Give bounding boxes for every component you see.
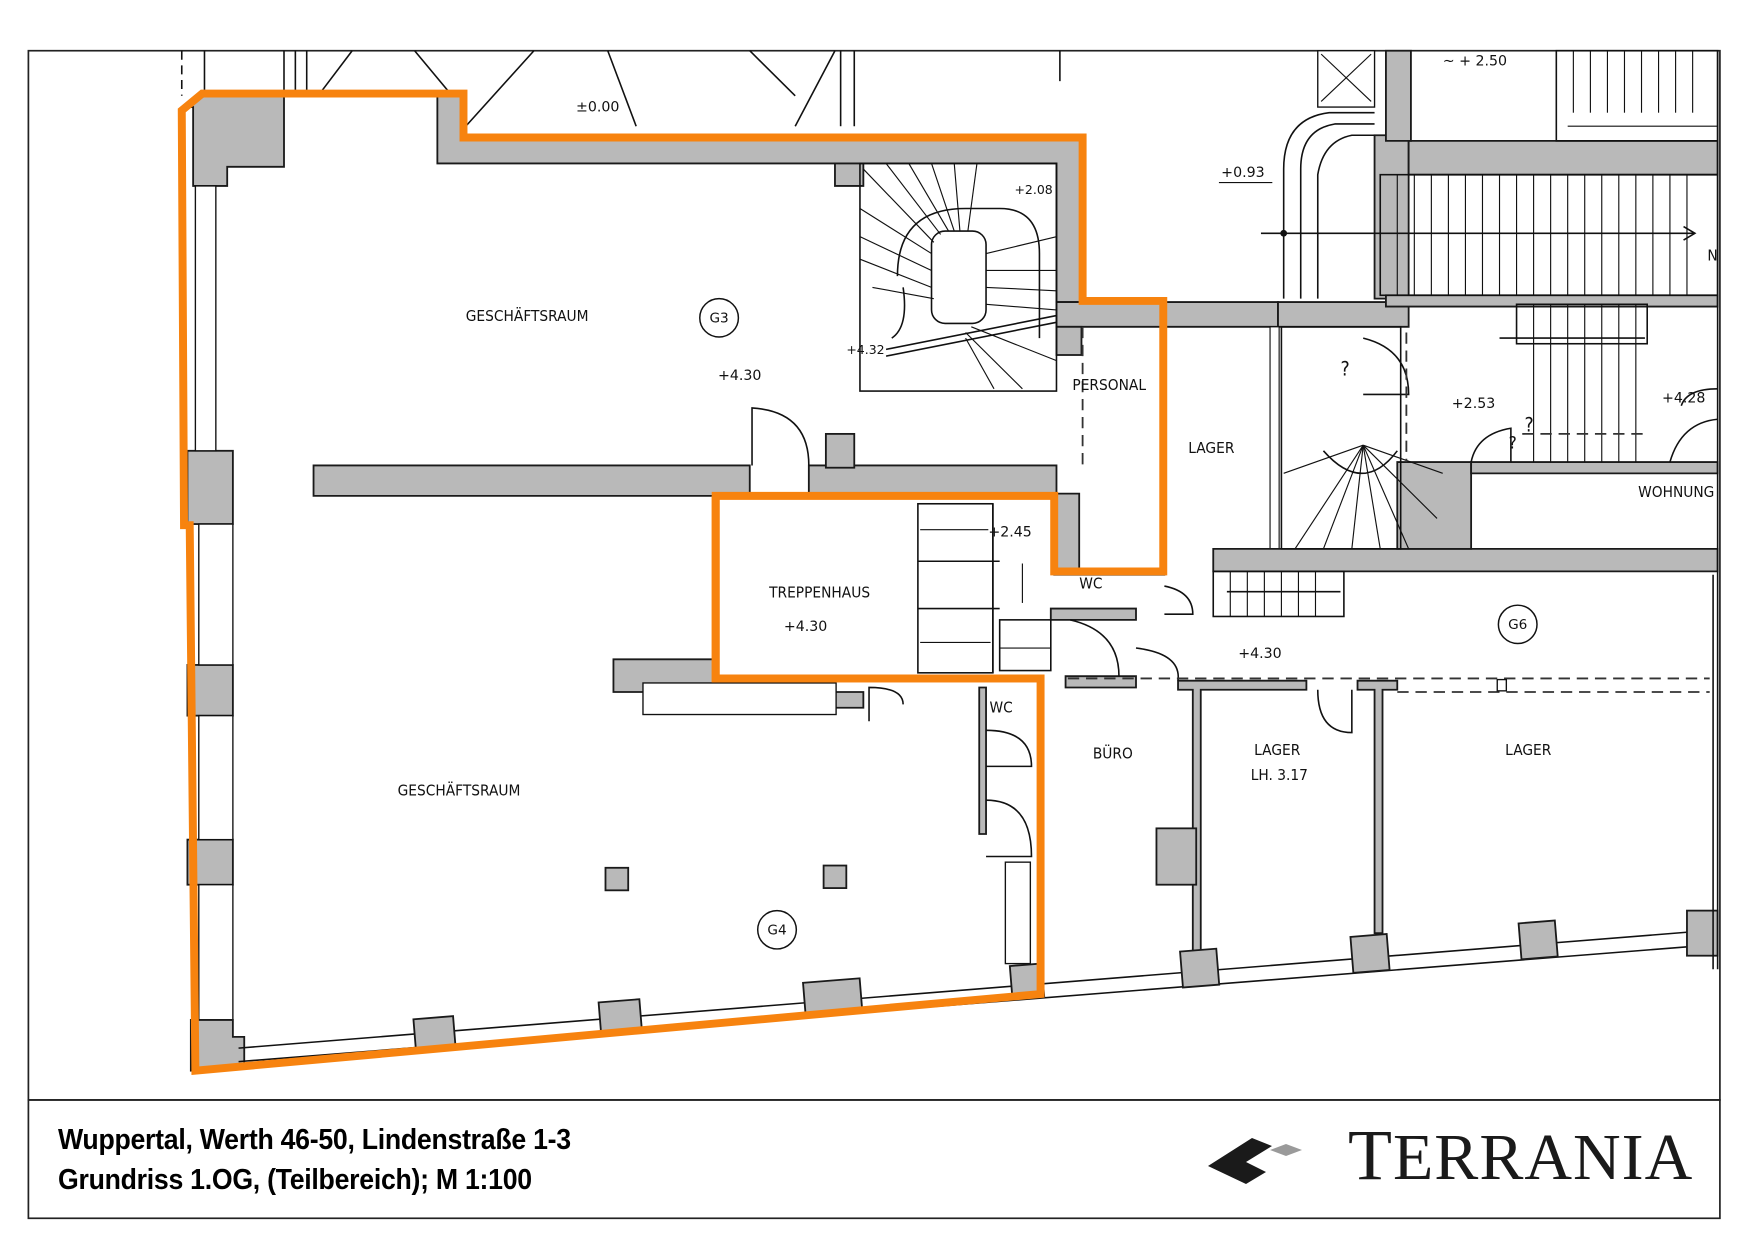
level-g6: +4.30 xyxy=(1238,646,1281,662)
spiral-stair xyxy=(859,162,1058,392)
unknown-mark: ? xyxy=(1525,414,1534,437)
room-label-buero: BÜRO xyxy=(1093,744,1133,763)
north-mark: N xyxy=(1707,246,1717,264)
room-id-g6: G6 xyxy=(1497,604,1538,645)
title-address: Wuppertal, Werth 46-50, Lindenstraße 1-3 xyxy=(58,1124,571,1156)
title-block: Wuppertal, Werth 46-50, Lindenstraße 1-3… xyxy=(58,1120,615,1200)
level-far-right: +4.28 xyxy=(1662,390,1705,406)
level-right-stair: +2.53 xyxy=(1452,396,1495,412)
room-label-lager-top: LAGER xyxy=(1188,439,1235,457)
room-label-treppenhaus: TREPPENHAUS xyxy=(768,583,870,601)
treppenhaus-outline xyxy=(711,495,1041,683)
unknown-mark: ? xyxy=(1340,357,1349,380)
level-top-right: ~ + 2.50 xyxy=(1443,53,1507,69)
drawing-frame xyxy=(27,49,1721,1101)
terrania-diamond-logo-icon xyxy=(1208,1138,1302,1184)
room-label-geschaeftsraum-g3: GESCHÄFTSRAUM xyxy=(466,306,589,325)
exterior-lines xyxy=(180,50,1061,127)
logo-wordmark: TERRANIA xyxy=(1348,1115,1694,1195)
level-stair-landing: +0.93 xyxy=(1221,165,1264,181)
title-block-frame xyxy=(27,1099,1721,1220)
title-plan-description: Grundriss 1.OG, (Teilbereich); M 1:100 xyxy=(58,1164,532,1196)
svg-text:G6: G6 xyxy=(1508,617,1527,633)
level-stair-mid: +2.45 xyxy=(988,524,1031,540)
level-spiral-top: +2.08 xyxy=(1014,182,1052,197)
straight-stair-treppenhaus xyxy=(917,502,1052,674)
terrania-logo: TERRANIA xyxy=(1200,1115,1710,1195)
level-courtyard: ±0.00 xyxy=(576,100,619,116)
unknown-mark: ? xyxy=(1509,434,1517,454)
room-id-g3: G3 xyxy=(699,297,740,338)
room-label-personal: PERSONAL xyxy=(1072,376,1146,394)
svg-text:G3: G3 xyxy=(709,310,728,326)
level-spiral-bottom: +4.32 xyxy=(846,342,884,357)
rental-area-outline xyxy=(177,89,1168,1075)
room-id-g4: G4 xyxy=(756,909,798,950)
doors xyxy=(751,337,1718,858)
room-label-wohnung: WOHNUNG xyxy=(1638,483,1714,501)
walls xyxy=(184,49,1719,1072)
level-treppenhaus: +4.30 xyxy=(784,619,827,635)
room-label-geschaeftsraum-g4: GESCHÄFTSRAUM xyxy=(398,781,521,800)
level-g3: +4.30 xyxy=(718,368,761,384)
room-label-wc-upper: WC xyxy=(1079,574,1102,592)
room-label-wc-lower: WC xyxy=(989,698,1012,716)
room-label-lager-mid: LAGER xyxy=(1254,741,1301,759)
right-straight-stairs xyxy=(1212,49,1719,618)
room-label-lager-right: LAGER xyxy=(1505,741,1552,759)
svg-text:G4: G4 xyxy=(767,922,786,938)
room-label-lager-lh: LH. 3.17 xyxy=(1251,766,1308,784)
